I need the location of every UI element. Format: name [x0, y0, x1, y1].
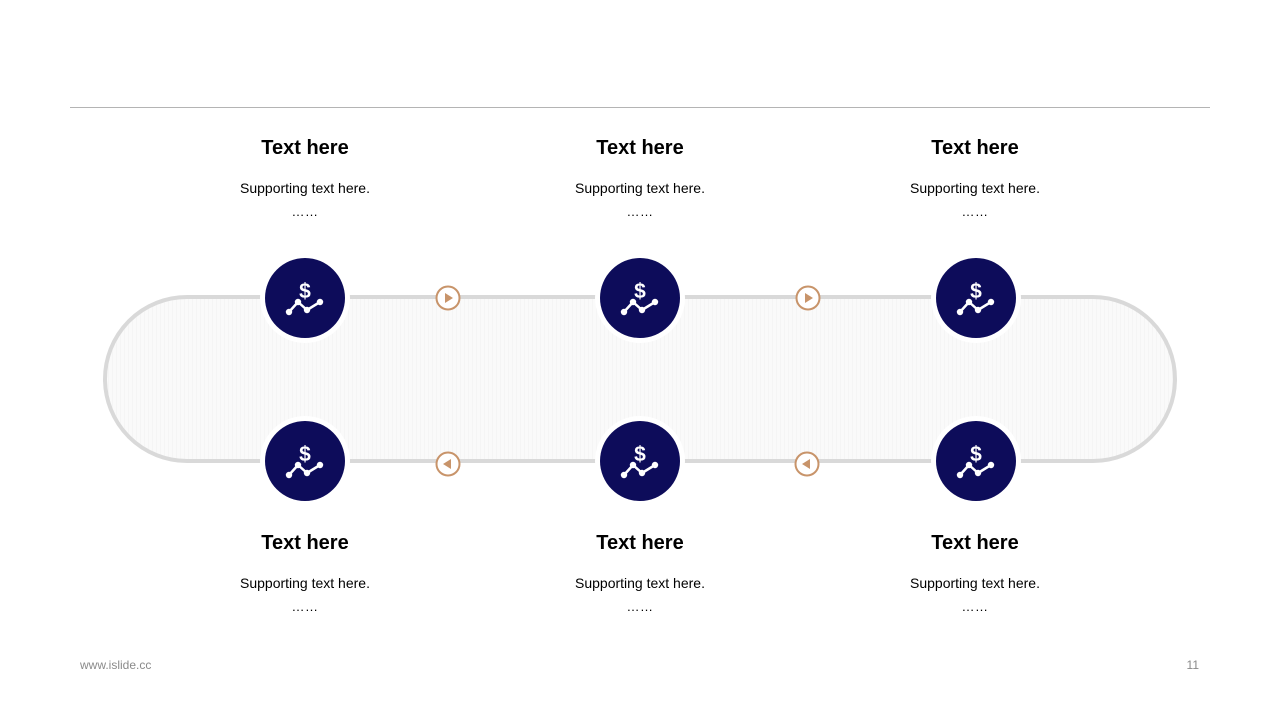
- step-4-block: Text here Supporting text here. ……: [845, 531, 1105, 614]
- svg-text:$: $: [970, 280, 982, 303]
- step-title: Text here: [931, 532, 1019, 554]
- step-4-node: $: [936, 421, 1016, 501]
- step-supporting-text: Supporting text here.: [240, 180, 370, 196]
- svg-text:$: $: [299, 280, 311, 303]
- footer-url: www.islide.cc: [80, 658, 152, 672]
- step-5-node: $: [600, 421, 680, 501]
- step-supporting-text: Supporting text here.: [575, 575, 705, 591]
- step-ellipsis: ……: [961, 204, 989, 219]
- step-3-node: $: [936, 258, 1016, 338]
- step-supporting-text: Supporting text here.: [575, 180, 705, 196]
- step-2-block: Text here Supporting text here. ……: [510, 136, 770, 219]
- top-divider: [70, 107, 1210, 108]
- svg-text:$: $: [634, 280, 646, 303]
- step-supporting-text: Supporting text here.: [240, 575, 370, 591]
- step-1-block: Text here Supporting text here. ……: [175, 136, 435, 219]
- step-title: Text here: [596, 532, 684, 554]
- play-left-icon: [794, 451, 820, 477]
- step-2-node: $: [600, 258, 680, 338]
- svg-text:$: $: [970, 443, 982, 466]
- step-5-block: Text here Supporting text here. ……: [510, 531, 770, 614]
- step-ellipsis: ……: [626, 599, 654, 614]
- step-ellipsis: ……: [291, 599, 319, 614]
- step-ellipsis: ……: [626, 204, 654, 219]
- svg-text:$: $: [634, 443, 646, 466]
- step-6-block: Text here Supporting text here. ……: [175, 531, 435, 614]
- play-right-icon: [795, 285, 821, 311]
- step-supporting-text: Supporting text here.: [910, 575, 1040, 591]
- page-number: 11: [1186, 658, 1199, 672]
- step-title: Text here: [261, 532, 349, 554]
- step-1-node: $: [265, 258, 345, 338]
- step-supporting-text: Supporting text here.: [910, 180, 1040, 196]
- step-3-block: Text here Supporting text here. ……: [845, 136, 1105, 219]
- play-right-icon: [435, 285, 461, 311]
- step-title: Text here: [261, 137, 349, 159]
- svg-text:$: $: [299, 443, 311, 466]
- step-title: Text here: [931, 137, 1019, 159]
- step-ellipsis: ……: [961, 599, 989, 614]
- play-left-icon: [435, 451, 461, 477]
- step-title: Text here: [596, 137, 684, 159]
- step-ellipsis: ……: [291, 204, 319, 219]
- step-6-node: $: [265, 421, 345, 501]
